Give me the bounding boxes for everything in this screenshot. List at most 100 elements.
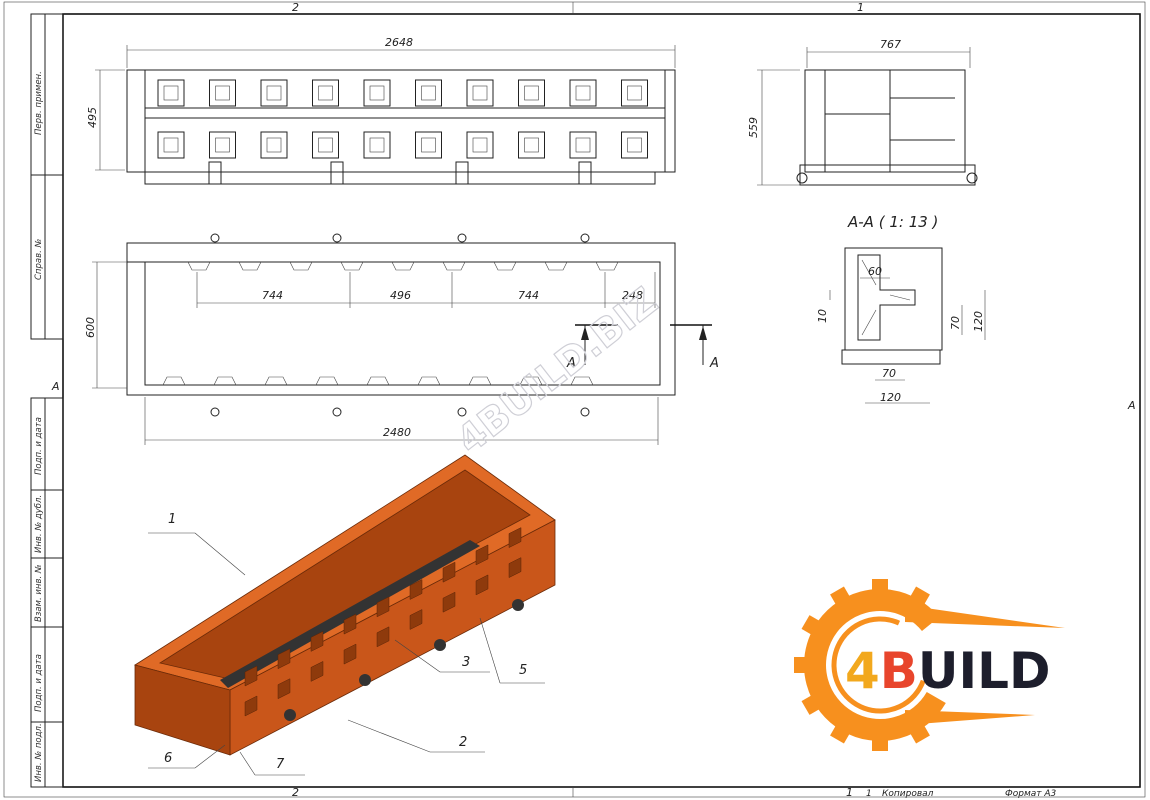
side-label-inv-podl: Инв. № подл. bbox=[34, 723, 44, 782]
zone-label-top-1: 1 bbox=[857, 1, 864, 14]
bolt bbox=[580, 407, 590, 417]
rib bbox=[340, 261, 364, 271]
iso-window bbox=[244, 695, 258, 717]
dim-744-left: 744 bbox=[262, 289, 283, 302]
copied-label: Копировал bbox=[882, 789, 934, 799]
leader-lines bbox=[148, 532, 545, 776]
zone-label-right-a: A bbox=[1127, 399, 1136, 412]
iso-window bbox=[343, 643, 357, 665]
section-mark-right: A bbox=[709, 356, 719, 371]
gear-tooth bbox=[872, 579, 888, 595]
pocket-inner bbox=[627, 137, 642, 153]
section-mark-left: A bbox=[566, 356, 576, 371]
pocket-inner bbox=[215, 85, 230, 101]
iso-window bbox=[244, 665, 258, 687]
pocket bbox=[415, 131, 442, 159]
pocket bbox=[312, 79, 339, 107]
logo-letter-4: 4 bbox=[845, 642, 880, 700]
side-strip: Перв. примен. Справ. № Подп. и дата Инв.… bbox=[30, 13, 64, 788]
section-dim-70-right: 70 bbox=[949, 316, 962, 330]
section-dim-10: 10 bbox=[816, 309, 829, 323]
section-arrow-icon bbox=[581, 326, 589, 340]
pocket-inner bbox=[369, 137, 385, 153]
pocket bbox=[260, 79, 288, 107]
iso-window bbox=[508, 557, 522, 579]
rib bbox=[238, 261, 262, 271]
gear-tooth bbox=[830, 586, 852, 609]
zone-label-bottom-2: 2 bbox=[292, 786, 299, 799]
pocket bbox=[466, 131, 494, 159]
clamp bbox=[455, 161, 469, 185]
pocket bbox=[569, 79, 597, 107]
iso-window bbox=[442, 561, 456, 583]
pocket bbox=[157, 79, 185, 107]
rib bbox=[544, 261, 568, 271]
iso-windows bbox=[244, 527, 522, 717]
clamp bbox=[208, 161, 222, 185]
pocket-inner bbox=[163, 137, 179, 153]
logo-text-uild: UILD bbox=[918, 642, 1051, 700]
dim-744-right: 744 bbox=[518, 289, 539, 302]
bolt bbox=[210, 233, 220, 243]
section-dim-120-bottom: 120 bbox=[880, 391, 901, 404]
rib bbox=[366, 376, 390, 386]
pockets bbox=[157, 79, 648, 185]
plan-view: 744 496 744 248 600 2480 A A bbox=[84, 233, 719, 445]
gear-tooth bbox=[794, 657, 810, 673]
rib bbox=[570, 376, 594, 386]
dim-width-600: 600 bbox=[84, 317, 97, 338]
pocket bbox=[157, 131, 185, 159]
iso-window bbox=[277, 678, 291, 700]
pocket bbox=[569, 131, 597, 159]
pocket bbox=[621, 131, 648, 159]
callout-2: 2 bbox=[459, 735, 467, 750]
callout-1: 1 bbox=[168, 512, 176, 527]
front-view: 2648 495 bbox=[86, 36, 676, 185]
gear-icon bbox=[794, 579, 1065, 751]
pocket bbox=[621, 79, 648, 107]
rib bbox=[289, 261, 313, 271]
iso-clamp bbox=[359, 674, 371, 686]
section-title: А-А ( 1: 13 ) bbox=[847, 213, 938, 231]
section-dim-60: 60 bbox=[868, 265, 882, 278]
pocket-inner bbox=[163, 85, 179, 101]
dim-length-2648: 2648 bbox=[385, 36, 413, 49]
rib bbox=[468, 376, 492, 386]
sheet-number: 1 bbox=[866, 789, 872, 799]
rib bbox=[442, 261, 466, 271]
bolt bbox=[457, 233, 467, 243]
iso-clamp bbox=[284, 709, 296, 721]
gear-tooth bbox=[830, 721, 852, 744]
rib bbox=[187, 261, 211, 271]
dim-496: 496 bbox=[390, 289, 411, 302]
rib bbox=[391, 261, 415, 271]
pocket bbox=[363, 131, 391, 159]
pocket-inner bbox=[627, 85, 642, 101]
pocket-inner bbox=[472, 137, 488, 153]
iso-window bbox=[475, 574, 489, 596]
pocket-inner bbox=[369, 85, 385, 101]
sheet-border bbox=[3, 1, 1146, 798]
gear-tooth bbox=[801, 615, 824, 637]
pocket-inner bbox=[575, 85, 591, 101]
rib bbox=[213, 376, 237, 386]
pocket bbox=[312, 131, 339, 159]
format-label: Формат А3 bbox=[1005, 789, 1057, 799]
callout-3: 3 bbox=[462, 655, 470, 670]
iso-clamp bbox=[434, 639, 446, 651]
pocket-inner bbox=[421, 137, 436, 153]
end-view: 767 559 bbox=[747, 38, 978, 186]
side-label-sprav-no: Справ. № bbox=[34, 238, 44, 280]
section-dim-70-bottom: 70 bbox=[882, 367, 896, 380]
logo-letter-b: B bbox=[880, 642, 918, 700]
pocket-inner bbox=[575, 137, 591, 153]
iso-window bbox=[376, 626, 390, 648]
rib bbox=[493, 261, 517, 271]
side-label-podp-data-1: Подп. и дата bbox=[34, 417, 44, 475]
iso-window bbox=[409, 579, 423, 600]
iso-window bbox=[442, 591, 456, 613]
watermark: 4BUILD.BIZ bbox=[448, 279, 665, 462]
bolt bbox=[457, 407, 467, 417]
zone-label-bottom-1: 1 bbox=[846, 786, 853, 799]
dim-height-559: 559 bbox=[747, 117, 760, 138]
